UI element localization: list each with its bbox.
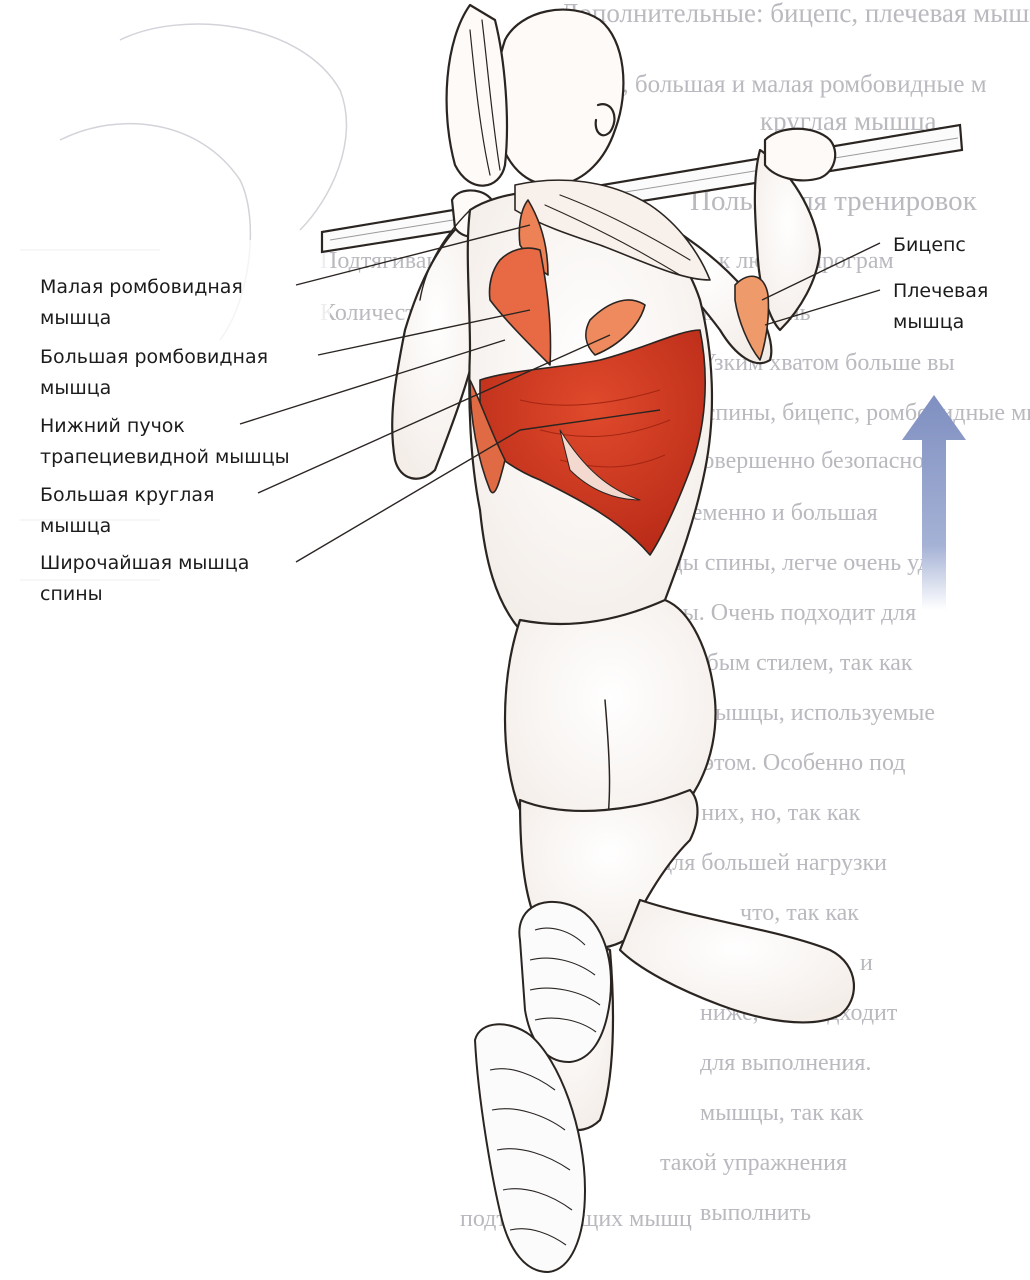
head: [494, 8, 625, 187]
label-biceps: Бицепс: [893, 230, 966, 261]
leader-line-rhomboid-minor: [295, 224, 531, 286]
background-text-line: выполнить: [700, 1200, 811, 1226]
label-latissimus: Широчайшая мышца спины: [40, 548, 249, 610]
teres-major-muscle: [585, 299, 646, 356]
background-text-line: и: [860, 950, 873, 976]
rhomboid-major-muscle: [488, 247, 552, 366]
left-arm: [391, 213, 482, 480]
label-lower-trapezius: Нижний пучок трапециевидной мышцы: [40, 411, 290, 473]
label-line: Широчайшая мышца: [40, 552, 250, 574]
label-line: мышца: [40, 377, 112, 399]
lower-trapezius-muscle: [469, 379, 506, 494]
background-text-line: что, так как: [740, 900, 859, 926]
label-rhomboid-major: Большая ромбовидная мышца: [40, 342, 268, 404]
leader-lines: [239, 224, 881, 563]
leader-line-lower-trapezius: [239, 339, 506, 425]
leader-line-latissimus: [295, 429, 521, 563]
label-line: Бицепс: [893, 234, 966, 256]
lower-shoe: [474, 1023, 586, 1273]
background-text-line: Дополнительные: бицепс, плечевая мышца, …: [560, 0, 1030, 28]
label-line: Большая ромбовидная: [40, 346, 269, 368]
label-teres-major: Большая круглая мышца: [40, 480, 214, 542]
label-line: Нижний пучок: [40, 415, 185, 437]
ear: [594, 103, 616, 137]
right-forearm: [753, 148, 822, 332]
label-line: мышца: [893, 311, 965, 333]
label-line: Плечевая: [893, 280, 989, 302]
background-text-line: для большей нагрузки: [660, 850, 887, 876]
latissimus-muscle: [479, 329, 706, 556]
label-line: трапециевидной мышцы: [40, 446, 290, 468]
highlighted-muscles: [469, 199, 770, 556]
leader-line-brachialis: [764, 289, 881, 326]
leader-line-biceps: [761, 242, 881, 301]
leader-line-teres-major: [257, 334, 611, 494]
label-backdrop: [0, 240, 330, 620]
label-line: спины: [40, 583, 103, 605]
label-line: Большая круглая: [40, 484, 215, 506]
label-line: мышца: [40, 515, 112, 537]
background-text-line: мышцы, так как: [700, 1100, 864, 1126]
shoes: [474, 900, 612, 1273]
biceps-muscle: [734, 275, 770, 361]
background-text-line: для выполнения.: [700, 1050, 871, 1076]
label-rhomboid-minor: Малая ромбовидная мышца: [40, 272, 243, 334]
right-hand: [763, 127, 837, 182]
label-line: мышца: [40, 307, 112, 329]
background-text-line: такой упражнения: [660, 1150, 847, 1176]
background-text-line: Польза для тренировок: [690, 185, 978, 217]
label-brachialis: Плечевая мышца: [893, 276, 988, 338]
label-line: Малая ромбовидная: [40, 276, 243, 298]
up-arrow-icon: [902, 395, 966, 610]
right-lower-leg: [618, 898, 855, 1024]
upper-trapezius: [514, 179, 711, 281]
leader-line-rhomboid-major: [317, 309, 531, 356]
leader-line-latissimus-extend: [519, 409, 661, 431]
